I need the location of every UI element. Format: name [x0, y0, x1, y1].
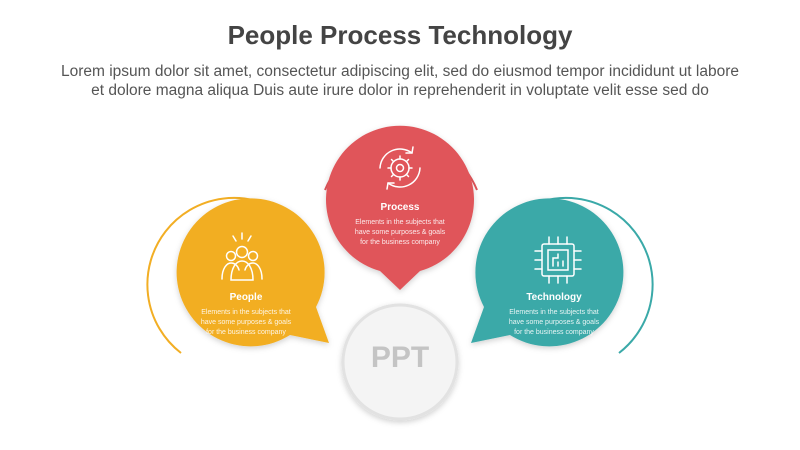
people-group-icon	[221, 232, 263, 281]
process-bubble	[326, 125, 474, 290]
center-circle	[341, 303, 459, 421]
microchip-icon	[534, 236, 582, 284]
page-subtitle: Lorem ipsum dolor sit amet, consectetur …	[40, 62, 760, 100]
technology-desc-line-3: for the business company	[514, 329, 594, 336]
subtitle-line-1: Lorem ipsum dolor sit amet, consectetur …	[60, 63, 740, 80]
people-desc-line-1: Elements in the subjects that	[201, 309, 291, 316]
technology-node	[471, 196, 654, 354]
people-desc-line-2: have some purposes & goals	[200, 319, 292, 326]
people-description: Elements in the subjects that have some …	[186, 308, 306, 338]
process-description: Elements in the subjects that have some …	[340, 218, 460, 248]
process-desc-line-3: for the business company	[360, 239, 440, 246]
process-desc-line-1: Elements in the subjects that	[355, 219, 445, 226]
subtitle-line-2: et dolore magna aliqua Duis aute irure d…	[91, 82, 709, 99]
technology-label: Technology	[526, 292, 582, 303]
people-label: People	[229, 292, 263, 303]
process-desc-line-2: have some purposes & goals	[354, 229, 446, 236]
process-node	[324, 125, 478, 290]
page-title: People Process Technology	[227, 20, 573, 50]
technology-desc-line-2: have some purposes & goals	[508, 319, 600, 326]
technology-desc-line-1: Elements in the subjects that	[509, 309, 599, 316]
technology-bubble	[471, 198, 624, 347]
center-label: PPT	[370, 341, 430, 374]
people-desc-line-3: for the business company	[206, 329, 286, 336]
gear-cycle-icon	[379, 146, 421, 190]
process-label: Process	[380, 202, 420, 213]
technology-description: Elements in the subjects that have some …	[494, 308, 614, 338]
